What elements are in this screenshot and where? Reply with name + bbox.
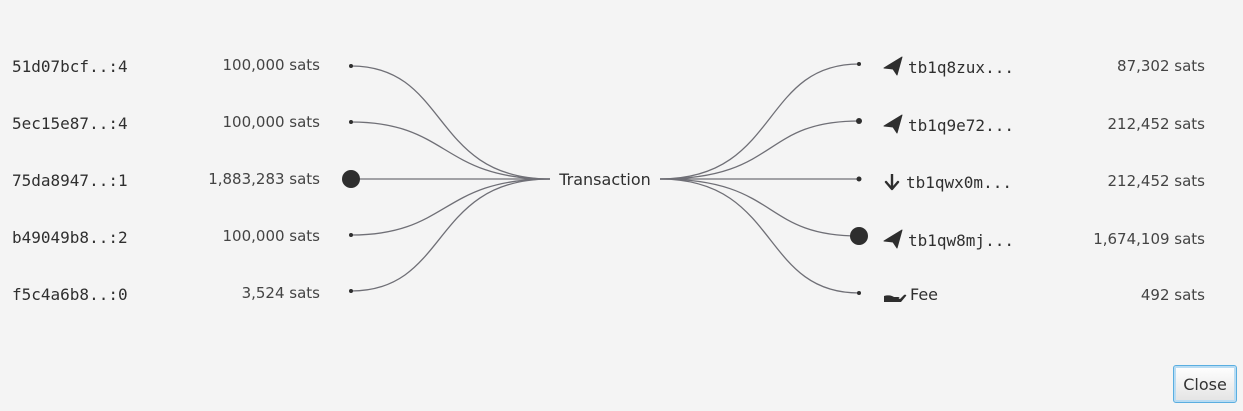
- transaction-label: Transaction: [558, 170, 651, 189]
- output-dot-selected: [850, 227, 868, 245]
- input-amount: 3,524 sats: [242, 284, 321, 302]
- close-button[interactable]: Close: [1173, 365, 1237, 403]
- input-outpoint: 51d07bcf..:4: [12, 57, 128, 76]
- input-outpoint: 5ec15e87..:4: [12, 114, 128, 133]
- fee-hand-icon: [884, 294, 907, 302]
- send-icon: [883, 114, 903, 134]
- output-dot: [856, 118, 862, 124]
- input-row[interactable]: 51d07bcf..:4 100,000 sats: [12, 56, 551, 180]
- receive-arrow-icon: [884, 174, 900, 191]
- output-address: tb1q8zux...: [908, 58, 1014, 77]
- input-amount: 100,000 sats: [223, 227, 321, 245]
- output-amount: 1,674,109 sats: [1093, 230, 1205, 248]
- output-dot: [857, 62, 861, 66]
- input-outpoint: f5c4a6b8..:0: [12, 285, 128, 304]
- input-dot: [349, 289, 353, 293]
- input-link: [350, 65, 551, 180]
- output-address: tb1q9e72...: [908, 116, 1014, 135]
- input-row[interactable]: b49049b8..:2 100,000 sats: [12, 178, 551, 247]
- fee-link: [659, 178, 860, 294]
- input-row[interactable]: 5ec15e87..:4 100,000 sats: [12, 113, 551, 180]
- input-outpoint: b49049b8..:2: [12, 228, 128, 247]
- output-link: [659, 120, 860, 180]
- output-row[interactable]: tb1qwx0m... 212,452 sats: [660, 172, 1205, 192]
- fee-amount: 492 sats: [1141, 286, 1205, 304]
- output-address: tb1qw8mj...: [908, 231, 1014, 250]
- output-amount: 87,302 sats: [1117, 57, 1205, 75]
- fee-label: Fee: [910, 285, 938, 304]
- input-amount: 100,000 sats: [223, 56, 321, 74]
- send-icon: [883, 56, 903, 76]
- output-row[interactable]: tb1q8zux... 87,302 sats: [659, 56, 1205, 180]
- output-link: [659, 63, 860, 180]
- input-dot-selected: [342, 170, 360, 188]
- output-dot: [856, 176, 862, 182]
- input-link: [350, 178, 551, 292]
- input-outpoint: 75da8947..:1: [12, 171, 128, 190]
- send-icon: [883, 229, 903, 249]
- output-amount: 212,452 sats: [1108, 172, 1206, 190]
- output-row[interactable]: tb1q9e72... 212,452 sats: [659, 114, 1206, 180]
- fee-dot: [857, 291, 861, 295]
- output-amount: 212,452 sats: [1108, 115, 1206, 133]
- input-link: [350, 178, 551, 236]
- input-link: [350, 121, 551, 180]
- output-row[interactable]: tb1qw8mj... 1,674,109 sats: [659, 178, 1205, 250]
- fee-row[interactable]: Fee 492 sats: [659, 178, 1205, 304]
- input-dot: [349, 120, 353, 124]
- input-row[interactable]: f5c4a6b8..:0 3,524 sats: [12, 178, 551, 304]
- output-link: [659, 178, 860, 237]
- input-dot: [349, 64, 353, 68]
- input-dot: [349, 233, 353, 237]
- output-address: tb1qwx0m...: [906, 173, 1012, 192]
- input-row[interactable]: 75da8947..:1 1,883,283 sats: [12, 170, 550, 190]
- input-amount: 1,883,283 sats: [208, 170, 320, 188]
- input-amount: 100,000 sats: [223, 113, 321, 131]
